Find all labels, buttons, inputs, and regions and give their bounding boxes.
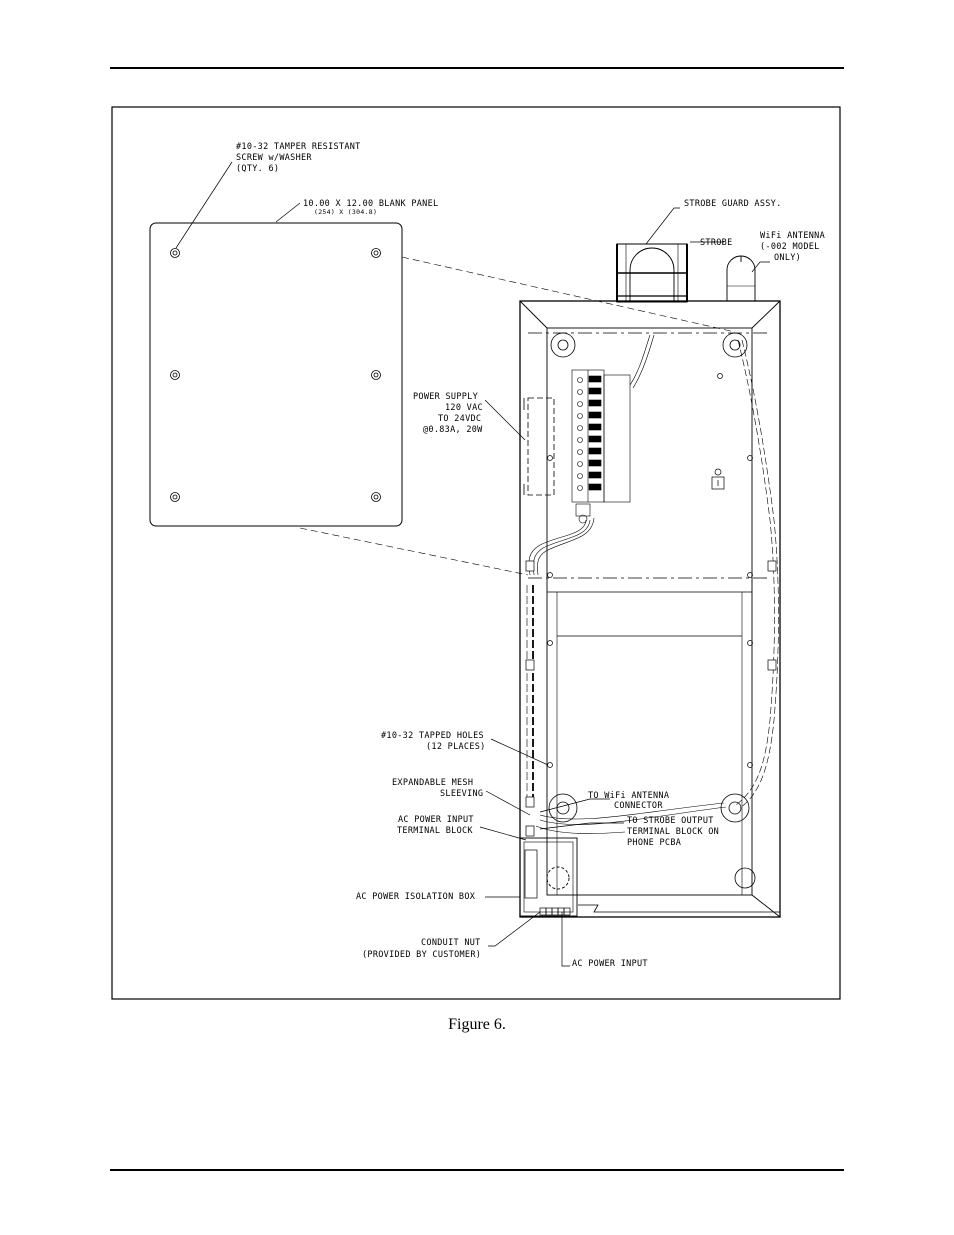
leader-lines [175,161,770,967]
to-strobe-label-line1: TO STROBE OUTPUT [627,816,714,826]
strobe-label: STROBE [700,238,733,248]
screw-label-line2: SCREW w/WASHER [236,153,312,163]
screw-label-line3: (QTY. 6) [236,164,279,174]
isolation-box-label: AC POWER ISOLATION BOX [356,892,476,902]
conduit-label-line1: CONDUIT NUT [421,938,481,948]
power-supply-label-line2: 120 VAC [445,403,483,413]
to-strobe-label-line2: TERMINAL BLOCK ON [627,827,719,837]
footer-rule [110,1169,844,1171]
conduit-label-line2: (PROVIDED BY CUSTOMER) [362,950,481,960]
mesh-label-line1: EXPANDABLE MESH [392,778,473,788]
enclosure-body [519,300,781,918]
power-supply-label-line3: TO 24VDC [438,414,481,424]
panel-screws [170,248,381,502]
power-supply [523,397,555,496]
wifi-label-line1: WiFi ANTENNA [760,231,825,241]
wifi-label-line3: ONLY) [774,253,801,263]
figure-border [111,106,841,1000]
cable-clamps [525,560,777,837]
mesh-label-line2: SLEEVING [440,789,483,799]
figure-caption: Figure 6. [448,1016,506,1033]
tapped-holes-label-line2: (12 PLACES) [426,742,486,752]
terminal-block-strip [571,369,631,524]
wifi-antenna [726,255,756,302]
tapped-holes [547,373,753,768]
projection-lines [299,256,736,576]
power-supply-label-line1: POWER SUPPLY [413,392,478,402]
ac-terminal-label-line1: AC POWER INPUT [398,815,474,825]
ac-isolation-box [519,837,578,917]
to-wifi-label-line1: TO WiFi ANTENNA [588,791,669,801]
tapped-holes-label-line1: #10-32 TAPPED HOLES [381,731,484,741]
ground-lug [711,468,725,490]
strobe-guard [616,243,688,303]
wiring-harness [526,334,779,834]
header-rule [110,67,844,69]
panel-label-line2: (254) X (304.8) [314,208,377,216]
strobe-guard-label: STROBE GUARD ASSY. [684,199,782,209]
screw-label-line1: #10-32 TAMPER RESISTANT [236,142,361,152]
panel-label-line1: 10.00 X 12.00 BLANK PANEL [303,199,438,209]
ac-input-label: AC POWER INPUT [572,959,648,969]
ac-terminal-label-line2: TERMINAL BLOCK [397,826,473,836]
power-supply-label-line4: @0.83A, 20W [423,425,483,435]
blank-panel [149,222,403,527]
to-wifi-label-line2: CONNECTOR [614,801,663,811]
wifi-label-line2: (-002 MODEL [760,242,820,252]
to-strobe-label-line3: PHONE PCBA [627,838,681,848]
mounting-bosses [548,332,756,889]
